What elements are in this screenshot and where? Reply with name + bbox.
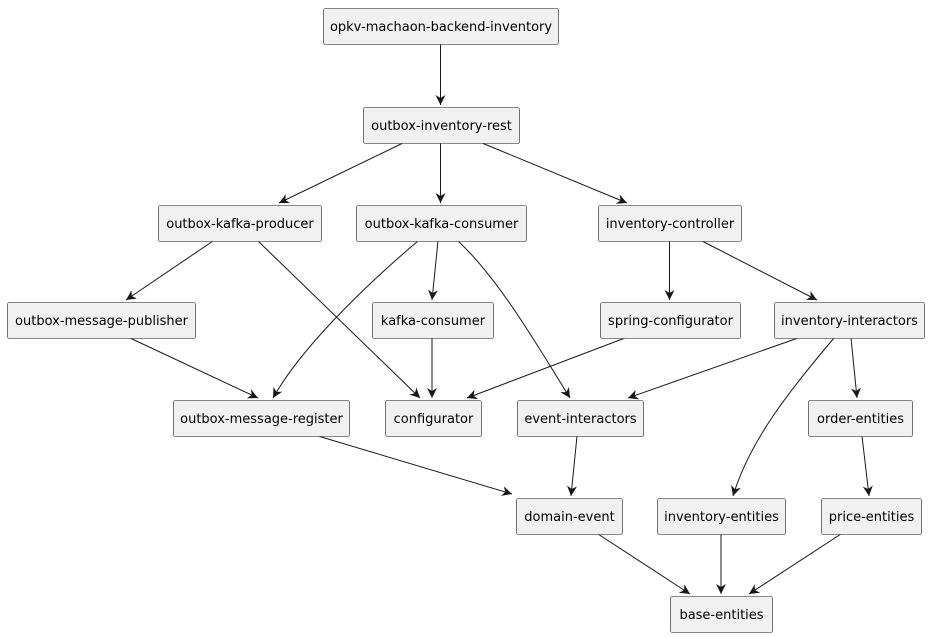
node-label: outbox-message-register [180, 412, 343, 427]
node-outbox-message-register: outbox-message-register [173, 400, 350, 437]
node-order-entities: order-entities [808, 400, 913, 437]
node-label: outbox-kafka-consumer [365, 217, 519, 232]
edge-publisher-to-register [129, 337, 259, 399]
node-label: outbox-inventory-rest [371, 119, 512, 134]
node-label: base-entities [679, 608, 763, 623]
edge-consumer-to-register [272, 240, 419, 399]
node-box [598, 205, 742, 242]
node-outbox-message-publisher: outbox-message-publisher [7, 302, 196, 339]
edge-producer-to-publisher [125, 240, 214, 301]
node-domain-event: domain-event [516, 498, 623, 535]
edge-rest-to-controller [481, 142, 628, 204]
node-inventory-controller: inventory-controller [598, 205, 742, 242]
edge-orderEnt-to-priceEnt [861, 435, 873, 497]
edge-interactors-to-invEnt [731, 337, 835, 497]
node-box [363, 107, 520, 144]
node-configurator: configurator [385, 400, 482, 437]
edge-register-to-domainEvent [317, 435, 513, 496]
node-spring-configurator: spring-configurator [600, 302, 741, 339]
edges-layer [125, 44, 873, 595]
node-outbox-kafka-consumer: outbox-kafka-consumer [356, 205, 527, 242]
edge-priceEnt-to-baseEnt [748, 533, 842, 595]
edge-interactors-to-orderEnt [850, 337, 861, 399]
edge-producer-to-configurator [257, 240, 421, 399]
edge-springConf-to-configurator [466, 337, 626, 400]
node-kafka-consumer: kafka-consumer [372, 302, 494, 339]
edge-controller-to-interactors [701, 240, 818, 301]
node-box [173, 400, 350, 437]
node-box [670, 596, 773, 633]
node-outbox-inventory-rest: outbox-inventory-rest [363, 107, 520, 144]
node-box [158, 205, 322, 242]
edge-consumer-to-kafkaConsumer [428, 240, 439, 301]
node-label: price-entities [829, 510, 915, 525]
node-label: inventory-controller [606, 217, 735, 232]
edge-consumer-to-eventInter [457, 240, 571, 399]
node-event-interactors: event-interactors [517, 400, 644, 437]
node-box [600, 302, 741, 339]
edge-rest-to-producer [278, 142, 404, 204]
node-label: configurator [394, 412, 474, 427]
node-label: outbox-message-publisher [15, 314, 189, 329]
node-label: inventory-interactors [781, 314, 918, 329]
node-label: kafka-consumer [381, 314, 486, 329]
node-box [356, 205, 527, 242]
node-box [808, 400, 913, 437]
node-box [821, 498, 922, 535]
node-box [7, 302, 196, 339]
node-box [372, 302, 494, 339]
node-outbox-kafka-producer: outbox-kafka-producer [158, 205, 322, 242]
node-box [516, 498, 623, 535]
node-label: outbox-kafka-producer [166, 217, 314, 232]
node-box [517, 400, 644, 437]
edge-interactors-to-eventInter [627, 337, 799, 400]
node-box [385, 400, 482, 437]
node-box [774, 302, 925, 339]
node-base-entities: base-entities [670, 596, 773, 633]
node-label: domain-event [524, 510, 614, 525]
node-opkv-machaon-backend-inventory: opkv-machaon-backend-inventory [323, 8, 559, 45]
node-label: order-entities [817, 412, 904, 427]
node-box [657, 498, 786, 535]
node-label: spring-configurator [608, 314, 734, 329]
edge-domainEvent-to-baseEnt [597, 533, 691, 595]
node-price-entities: price-entities [821, 498, 922, 535]
node-inventory-interactors: inventory-interactors [774, 302, 925, 339]
node-inventory-entities: inventory-entities [657, 498, 786, 535]
node-label: event-interactors [524, 412, 637, 427]
node-label: opkv-machaon-backend-inventory [330, 20, 552, 35]
node-box [323, 8, 559, 45]
nodes-layer: opkv-machaon-backend-inventory outbox-inv… [7, 8, 925, 633]
node-label: inventory-entities [664, 510, 779, 525]
edge-eventInter-to-domainEvent [567, 435, 578, 497]
